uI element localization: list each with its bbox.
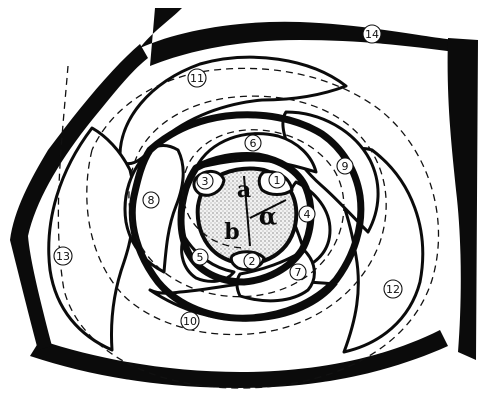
label-text: 2 (249, 255, 256, 268)
label-text: 4 (304, 208, 311, 221)
leaf-number-label-12: 12 (384, 280, 402, 298)
leaf-number-label-8: 8 (143, 192, 159, 208)
leaf-number-label-3: 3 (197, 173, 213, 189)
label-text: 1 (274, 174, 281, 187)
leaf-number-label-1: 1 (269, 172, 285, 188)
leaf-number-label-2: 2 (244, 253, 260, 269)
label-text: 3 (202, 175, 209, 188)
label-text: 12 (386, 283, 400, 296)
leaf-number-label-5: 5 (192, 249, 208, 265)
leaf-number-label-4: 4 (299, 206, 315, 222)
label-text: 5 (197, 251, 204, 264)
leaf-number-label-11: 11 (188, 69, 206, 87)
label-text: 9 (342, 160, 349, 173)
outer-bract-top (140, 8, 455, 66)
leaf-number-label-10: 10 (181, 312, 199, 330)
outer-bract-right (448, 38, 478, 360)
label-text: 7 (295, 266, 302, 279)
apex-label-alpha: α (259, 202, 277, 231)
leaf-number-label-9: 9 (337, 158, 353, 174)
label-text: 10 (183, 315, 197, 328)
leaf-number-label-7: 7 (290, 264, 306, 280)
label-text: 14 (365, 28, 379, 41)
label-text: 6 (250, 137, 257, 150)
label-text: 11 (190, 72, 204, 85)
label-text: 8 (148, 194, 155, 207)
label-text: 13 (56, 250, 70, 263)
leaf-number-label-6: 6 (245, 135, 261, 151)
leaf-number-label-14: 14 (363, 25, 381, 43)
leaf-number-label-13: 13 (54, 247, 72, 265)
apex-label-a: a (237, 177, 251, 203)
apex-label-b: b (224, 219, 239, 245)
